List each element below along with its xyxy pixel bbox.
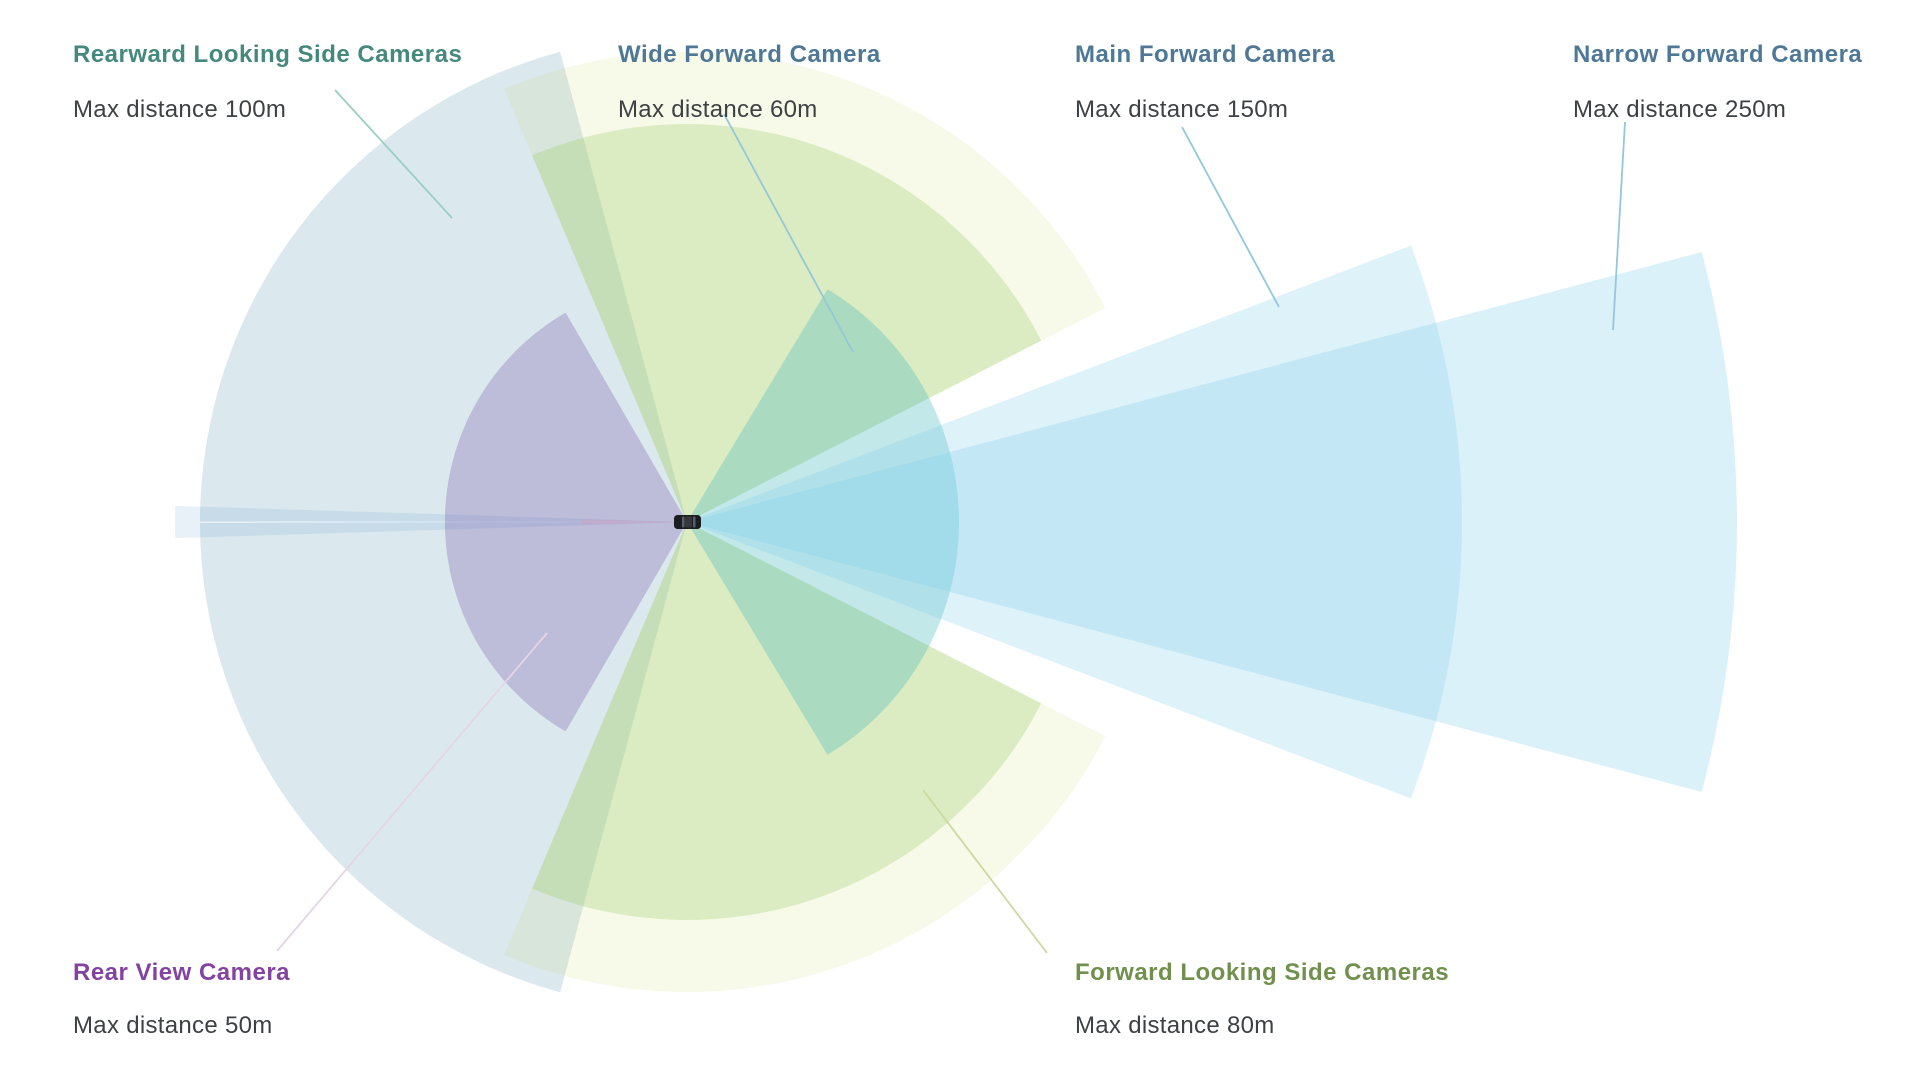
camera-label-title: Rear View Camera (73, 959, 291, 986)
coverage-wedge-rear-axis-highlight (581, 519, 687, 525)
camera-label-title: Narrow Forward Camera (1573, 41, 1863, 68)
camera-label-distance: Max distance 50m (73, 1012, 273, 1039)
coverage-wedge-rearward-looking-side-cameras-0 (200, 51, 687, 523)
camera-label-title: Rearward Looking Side Cameras (73, 41, 463, 68)
coverage-wedge-forward-side-outer-0 (504, 51, 1106, 522)
camera-label-distance: Max distance 250m (1573, 96, 1787, 123)
coverage-wedge-narrow-forward-camera (687, 252, 1738, 792)
coverage-wedge-forward-looking-side-cameras-1 (532, 522, 1042, 920)
camera-label-distance: Max distance 60m (618, 96, 818, 123)
leader-line-rear-view-camera (276, 632, 548, 952)
coverage-wedge-forward-looking-side-cameras-0 (532, 124, 1042, 522)
coverage-wedge-rearward-axis-beam (175, 505, 687, 539)
leader-line-wide-forward-camera (723, 113, 854, 353)
leader-line-forward-looking-side-cameras (922, 789, 1048, 954)
car-icon (674, 515, 701, 529)
camera-label-distance: Max distance 100m (73, 96, 287, 123)
coverage-wedge-rearward-looking-side-cameras-1 (200, 522, 687, 993)
coverage-wedge-wide-forward-camera (687, 289, 959, 755)
camera-label-title: Wide Forward Camera (618, 41, 881, 68)
coverage-wedge-rear-view-camera (444, 312, 687, 732)
coverage-wedge-forward-side-outer-1 (504, 522, 1106, 993)
camera-label-title: Main Forward Camera (1075, 41, 1336, 68)
leader-line-rearward-looking-side-cameras (334, 89, 453, 219)
coverage-wedge-main-forward-camera (687, 245, 1463, 799)
camera-label-distance: Max distance 80m (1075, 1012, 1275, 1039)
camera-label-distance: Max distance 150m (1075, 96, 1289, 123)
leader-line-narrow-forward-camera (1612, 121, 1626, 331)
camera-label-title: Forward Looking Side Cameras (1075, 959, 1450, 986)
leader-line-main-forward-camera (1181, 126, 1280, 308)
